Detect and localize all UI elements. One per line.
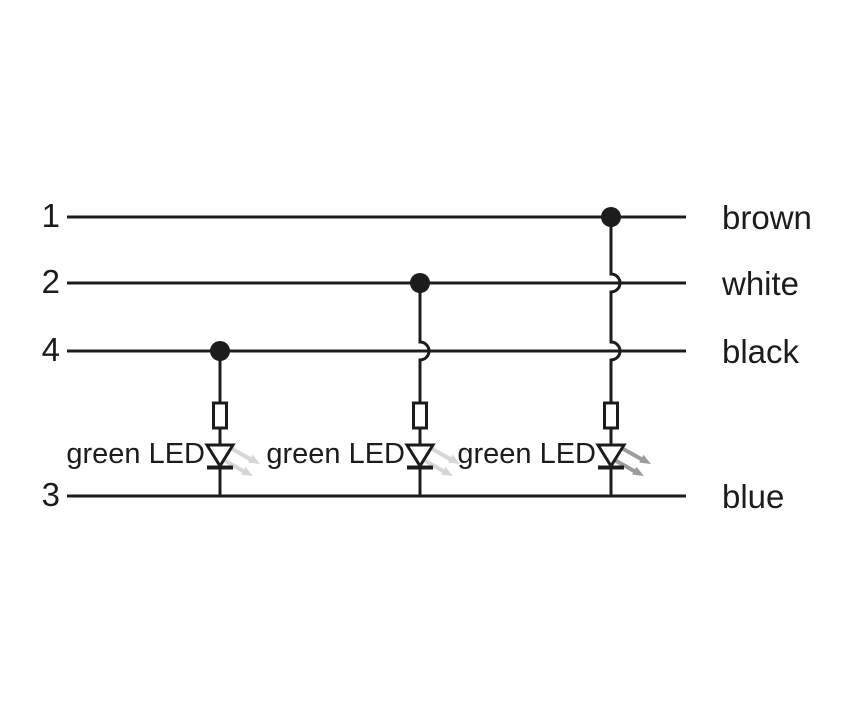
led-symbol xyxy=(595,443,651,476)
resistor-symbol xyxy=(212,401,228,430)
led-label: green LED xyxy=(457,438,596,470)
branch-wire-upper xyxy=(418,283,431,403)
diode-triangle-icon xyxy=(595,443,627,469)
pin-number-2: 2 xyxy=(42,263,60,300)
wire-color-label-black: black xyxy=(722,333,800,370)
light-ray-arrowhead-icon xyxy=(441,466,453,476)
light-ray-arrowhead-icon xyxy=(639,454,651,464)
wire-row-3: 3 blue xyxy=(42,476,785,515)
wire-color-label-blue: blue xyxy=(722,478,784,515)
wire-row-1: 1 brown xyxy=(42,197,812,236)
pin-number-4: 4 xyxy=(42,331,60,368)
wire-color-label-white: white xyxy=(721,265,799,302)
led-label: green LED xyxy=(66,438,205,470)
resistor-symbol xyxy=(603,401,619,430)
wire-row-4: 4 black xyxy=(42,331,800,370)
diode-triangle-icon xyxy=(204,443,236,469)
led-branch-2: green LED xyxy=(266,273,460,496)
led-label: green LED xyxy=(266,438,405,470)
led-symbol xyxy=(204,443,260,476)
led-branch-1: green LED xyxy=(66,341,260,496)
led-branch-3: green LED xyxy=(457,207,651,496)
wire-color-label-brown: brown xyxy=(722,199,812,236)
branch-wire-upper xyxy=(609,217,622,403)
wire-row-2: 2 white xyxy=(42,263,799,302)
diode-triangle-icon xyxy=(404,443,436,469)
pin-number-3: 3 xyxy=(42,476,60,513)
led-symbol xyxy=(404,443,460,476)
light-ray-arrowhead-icon xyxy=(241,466,253,476)
light-ray-arrowhead-icon xyxy=(632,466,644,476)
pin-number-1: 1 xyxy=(42,197,60,234)
light-ray-arrowhead-icon xyxy=(248,454,260,464)
resistor-symbol xyxy=(412,401,428,430)
light-ray-arrowhead-icon xyxy=(448,454,460,464)
